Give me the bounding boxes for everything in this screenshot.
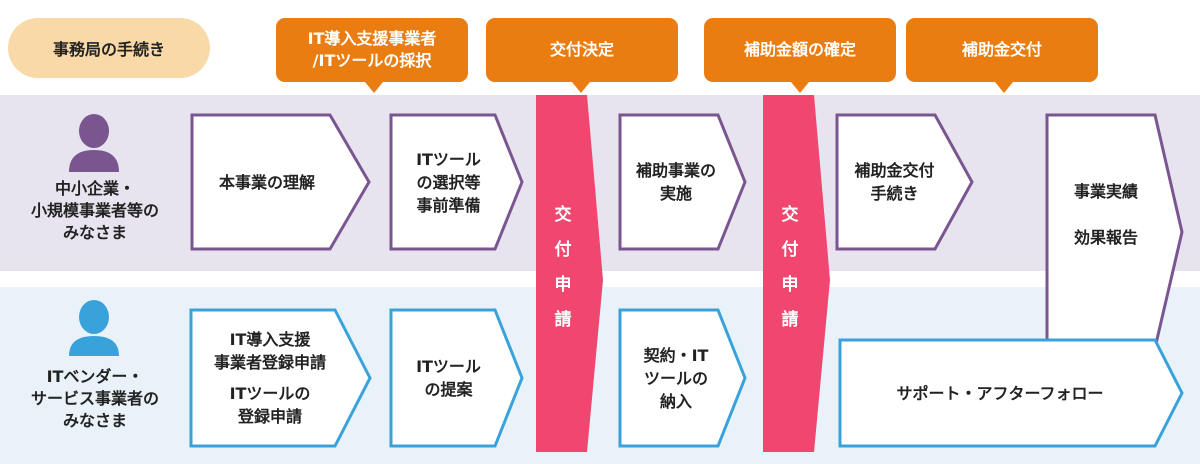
step-line: 補助金交付	[854, 161, 935, 180]
callout-amount-confirmation: 補助金額の確定	[704, 18, 896, 82]
step-line: ツールの	[643, 368, 708, 388]
step-propose	[389, 308, 524, 448]
step-line: ITツール	[416, 357, 481, 376]
actor-line: 小規模事業者等の	[30, 201, 159, 220]
application-char: 申	[554, 275, 572, 295]
step-grant-procedure-label: 補助金交付 手続き	[837, 115, 952, 249]
step-line: 事業実績	[1073, 182, 1138, 201]
step-understand	[190, 113, 371, 251]
step-contract-label: 契約・IT ツールの 納入	[620, 310, 732, 446]
step-line: の選択等	[416, 172, 481, 192]
step-line: 効果報告	[1073, 228, 1138, 247]
step-line: 納入	[659, 391, 692, 411]
application-char: 請	[554, 310, 572, 330]
step-line: 登録申請	[237, 407, 302, 426]
step-line: の提案	[424, 380, 473, 399]
step-implement	[618, 113, 747, 251]
step-understand-label: 本事業の理解	[218, 172, 315, 192]
vendor-person-icon	[69, 300, 119, 356]
actor-line: みなさま	[62, 411, 127, 430]
step-line: 契約・IT	[643, 345, 709, 365]
callout-line: IT導入支援事業者	[307, 29, 437, 48]
callout-pointer	[365, 82, 383, 93]
actor-line: みなさま	[62, 223, 127, 242]
step-line: 手続き	[870, 184, 919, 203]
application-label-2: 交 付 申 請	[763, 198, 817, 338]
step-implement-label: 補助事業の 実施	[620, 115, 732, 249]
step-line: 事業者登録申請	[213, 353, 326, 372]
application-arrow-1	[536, 95, 603, 452]
application-label-1: 交 付 申 請	[536, 198, 590, 338]
callout-vendor-adoption: IT導入支援事業者 /ITツールの採択	[276, 18, 468, 82]
step-propose-label: ITツール の提案	[391, 310, 506, 446]
callout-line: /ITツールの採択	[312, 51, 432, 70]
step-line: 実施	[659, 184, 692, 203]
callout-pointer	[572, 82, 590, 93]
step-register-label: IT導入支援 事業者登録申請 ITツールの 登録申請	[191, 310, 349, 446]
step-select-tool	[389, 113, 524, 251]
callout-pointer	[995, 82, 1013, 93]
application-char: 付	[554, 240, 572, 260]
callout-grant-decision: 交付決定	[486, 18, 678, 82]
step-line: 事前準備	[416, 195, 481, 215]
application-char: 交	[781, 205, 799, 225]
step-line: ITツール	[416, 149, 481, 169]
application-char: 交	[554, 205, 572, 225]
actor-line: サービス事業者の	[30, 389, 159, 408]
smb-person-icon	[69, 114, 119, 172]
office-procedures-label: 事務局の手続き	[8, 18, 210, 78]
callout-pointer	[791, 82, 809, 93]
application-char: 請	[781, 310, 799, 330]
step-report-label: 事業実績 効果報告	[1047, 178, 1165, 252]
step-contract	[618, 308, 747, 448]
step-line: IT導入支援	[229, 330, 311, 349]
step-support	[838, 338, 1184, 448]
step-report	[1045, 113, 1184, 350]
actor-line: 中小企業・	[54, 179, 135, 198]
step-support-label: サポート・アフターフォロー	[896, 383, 1104, 403]
smb-actor-label: 中小企業・ 小規模事業者等の みなさま	[4, 178, 186, 244]
actor-line: ITベンダー・	[46, 367, 144, 386]
application-arrow-2	[763, 95, 830, 452]
callout-grant-payment: 補助金交付	[906, 18, 1098, 82]
step-line: 補助事業の	[635, 161, 716, 180]
application-char: 申	[781, 275, 799, 295]
vendor-actor-label: ITベンダー・ サービス事業者の みなさま	[4, 366, 186, 432]
step-select-tool-label: ITツール の選択等 事前準備	[391, 115, 506, 249]
step-register	[189, 308, 372, 448]
application-char: 付	[781, 240, 799, 260]
step-line: ITツールの	[229, 384, 311, 403]
step-grant-procedure	[835, 113, 974, 251]
